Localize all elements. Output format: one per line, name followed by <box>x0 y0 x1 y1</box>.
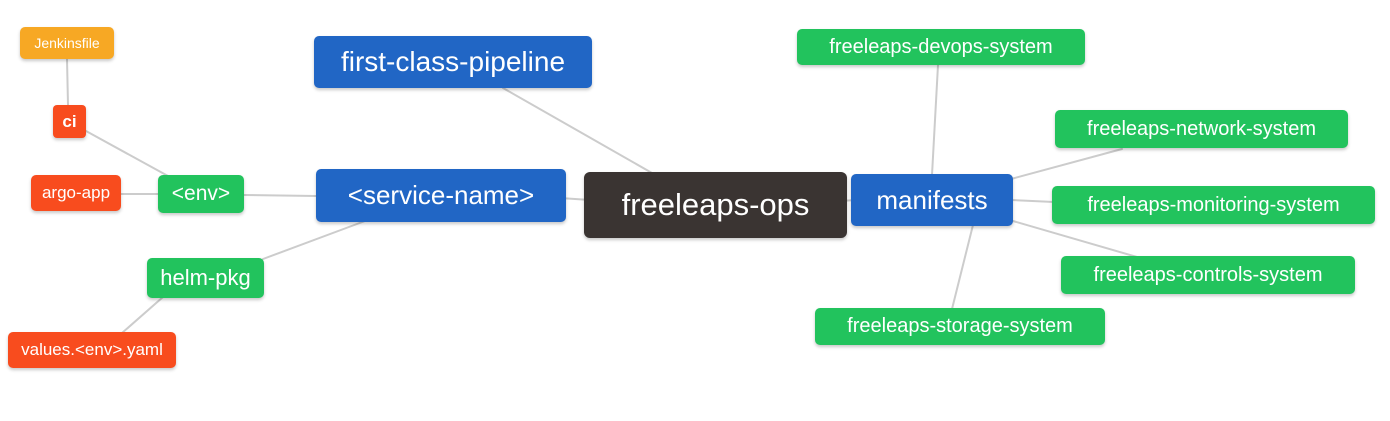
edge-manifests-controls <box>1012 220 1138 258</box>
node-storage-system[interactable]: freeleaps-storage-system <box>815 308 1105 345</box>
node-ci[interactable]: ci <box>53 105 86 138</box>
edge-service-name-helm-pkg <box>262 220 366 260</box>
node-argo-app[interactable]: argo-app <box>31 175 121 211</box>
node-jenkinsfile[interactable]: Jenkinsfile <box>20 27 114 59</box>
node-controls-system[interactable]: freeleaps-controls-system <box>1061 256 1355 294</box>
edge-ci-env <box>85 130 169 177</box>
node-freeleaps-ops[interactable]: freeleaps-ops <box>584 172 847 238</box>
node-first-class-pipeline[interactable]: first-class-pipeline <box>314 36 592 88</box>
node-values-env-yaml[interactable]: values.<env>.yaml <box>8 332 176 368</box>
edge-manifests-storage <box>951 224 974 310</box>
node-network-system[interactable]: freeleaps-network-system <box>1055 110 1348 148</box>
edge-env-service-name <box>243 194 317 197</box>
node-helm-pkg[interactable]: helm-pkg <box>147 258 264 298</box>
edge-jenkinsfile-ci <box>66 58 69 106</box>
node-env[interactable]: <env> <box>158 175 244 213</box>
edge-manifests-devops <box>931 64 939 176</box>
edge-pipeline-ops <box>502 87 653 174</box>
node-manifests[interactable]: manifests <box>851 174 1013 226</box>
edge-manifests-network <box>1010 148 1123 180</box>
node-monitoring-system[interactable]: freeleaps-monitoring-system <box>1052 186 1375 224</box>
edge-manifests-monitoring <box>1011 199 1055 203</box>
edge-helm-pkg-values <box>121 296 164 334</box>
node-devops-system[interactable]: freeleaps-devops-system <box>797 29 1085 65</box>
node-service-name[interactable]: <service-name> <box>316 169 566 222</box>
